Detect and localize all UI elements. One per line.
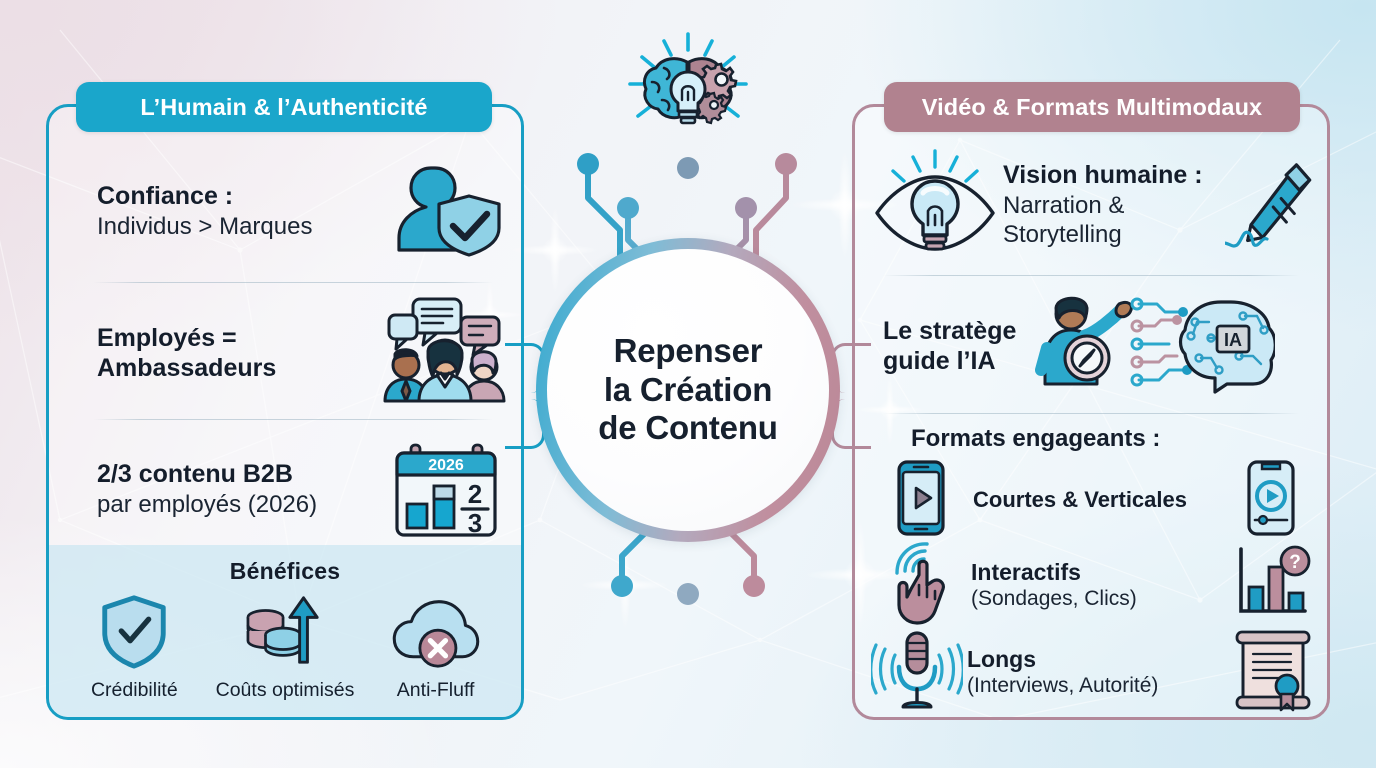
left-divider-1 [93, 282, 493, 283]
benefit-couts[interactable]: Coûts optimisés [215, 592, 355, 702]
benefits-title: Bénéfices [229, 558, 341, 584]
left-row-employes-title: Employés = [97, 323, 237, 352]
benefits-grid: Crédibilité [49, 592, 521, 702]
brain-gears-lightbulb-icon [624, 32, 752, 142]
phone-play-icon [893, 459, 957, 541]
right-panel-rows: Vision humaine : Narration & Storytellin… [855, 107, 1327, 717]
left-divider-2 [93, 419, 493, 420]
left-row-b2b-title: 2/3 contenu B2B [97, 460, 293, 489]
benefit-antifluff-label: Anti-Fluff [396, 679, 475, 701]
center-title-line1: Repenser [613, 332, 763, 370]
benefits-section: Bénéfices Crédibilité [49, 545, 521, 717]
format-row-longs[interactable]: Longs (Interviews, Autorité) [855, 629, 1327, 715]
ai-chip-label: IA [1224, 330, 1242, 350]
center-title-line3: de Contenu [598, 409, 778, 447]
svg-text:?: ? [1289, 552, 1301, 573]
format-courtes-label: Courtes & Verticales [973, 487, 1187, 512]
benefit-antifluff[interactable]: Anti-Fluff [366, 596, 506, 702]
cloud-x-icon [366, 596, 506, 675]
left-panel: Confiance : Individus > Marques Employés… [46, 104, 524, 720]
phone-video-player-icon [1243, 459, 1305, 541]
formats-section: Formats engageants : Courtes & Verticale… [855, 425, 1327, 711]
coins-up-arrow-icon [215, 592, 355, 675]
shield-check-icon [64, 592, 204, 675]
benefit-credibilite[interactable]: Crédibilité [64, 592, 204, 702]
right-row-stratege-title1: Le stratège [883, 316, 1017, 345]
scroll-certificate-icon [1233, 628, 1313, 717]
right-row-vision-sub2: Storytelling [1003, 221, 1122, 249]
eye-lightbulb-icon [871, 147, 999, 264]
fraction-denominator: 3 [468, 508, 482, 538]
format-interactifs-sublabel: (Sondages, Clics) [971, 586, 1137, 610]
benefit-couts-label: Coûts optimisés [215, 679, 355, 701]
tap-hand-icon [889, 541, 959, 630]
right-row-vision-sub1: Narration & [1003, 191, 1125, 219]
left-row-employes[interactable]: Employés = Ambassadeurs [49, 293, 521, 413]
format-row-courtes[interactable]: Courtes & Verticales [855, 459, 1327, 541]
bar-chart-question-icon: ? [1233, 545, 1311, 626]
right-row-stratege[interactable]: Le stratège guide l’IA [855, 285, 1327, 407]
format-longs-sublabel: (Interviews, Autorité) [967, 673, 1159, 697]
left-panel-header[interactable]: L’Humain & l’Authenticité [76, 82, 492, 132]
right-panel: Vision humaine : Narration & Storytellin… [852, 104, 1330, 720]
microphone-icon [869, 629, 965, 716]
left-row-confiance-subtitle: Individus > Marques [97, 212, 313, 240]
pen-signature-icon [1217, 153, 1321, 268]
calendar-year-label: 2026 [428, 457, 464, 474]
strategist-compass-ai-brain-icon: IA [1035, 288, 1319, 405]
center-hub[interactable]: Repenser la Création de Contenu [536, 238, 840, 542]
formats-title: Formats engageants : [911, 425, 1161, 452]
center-title: Repenser la Création de Contenu [598, 332, 778, 448]
left-panel-header-label: L’Humain & l’Authenticité [140, 93, 428, 120]
right-panel-header[interactable]: Vidéo & Formats Multimodaux [884, 82, 1300, 132]
left-panel-rows: Confiance : Individus > Marques Employés… [49, 107, 521, 717]
format-row-interactifs[interactable]: Interactifs (Sondages, Clics) ? [855, 541, 1327, 630]
right-row-vision-title: Vision humaine : [1003, 161, 1203, 190]
right-divider-2 [883, 413, 1299, 414]
fraction-numerator: 2 [468, 479, 482, 509]
right-row-vision[interactable]: Vision humaine : Narration & Storytellin… [855, 141, 1327, 269]
right-divider-1 [883, 275, 1299, 276]
people-speech-bubbles-icon [379, 295, 511, 412]
left-row-confiance[interactable]: Confiance : Individus > Marques [49, 147, 521, 275]
left-row-b2b[interactable]: 2/3 contenu B2B par employés (2026) 2026… [49, 429, 521, 549]
benefit-credibilite-label: Crédibilité [90, 679, 178, 701]
right-panel-header-label: Vidéo & Formats Multimodaux [921, 93, 1263, 120]
center-disc: Repenser la Création de Contenu [547, 249, 829, 531]
format-interactifs-label: Interactifs [971, 559, 1081, 586]
user-shield-check-icon [381, 154, 511, 269]
center-title-line2: la Création [603, 370, 773, 408]
left-row-b2b-subtitle: par employés (2026) [97, 490, 318, 518]
left-row-employes-subtitle: Ambassadeurs [97, 354, 277, 382]
left-row-confiance-title: Confiance : [97, 182, 234, 211]
format-longs-label: Longs [967, 646, 1036, 673]
calendar-chart-fraction-icon: 2026 2 3 [389, 431, 507, 548]
right-row-stratege-title2: guide l’IA [883, 347, 996, 375]
